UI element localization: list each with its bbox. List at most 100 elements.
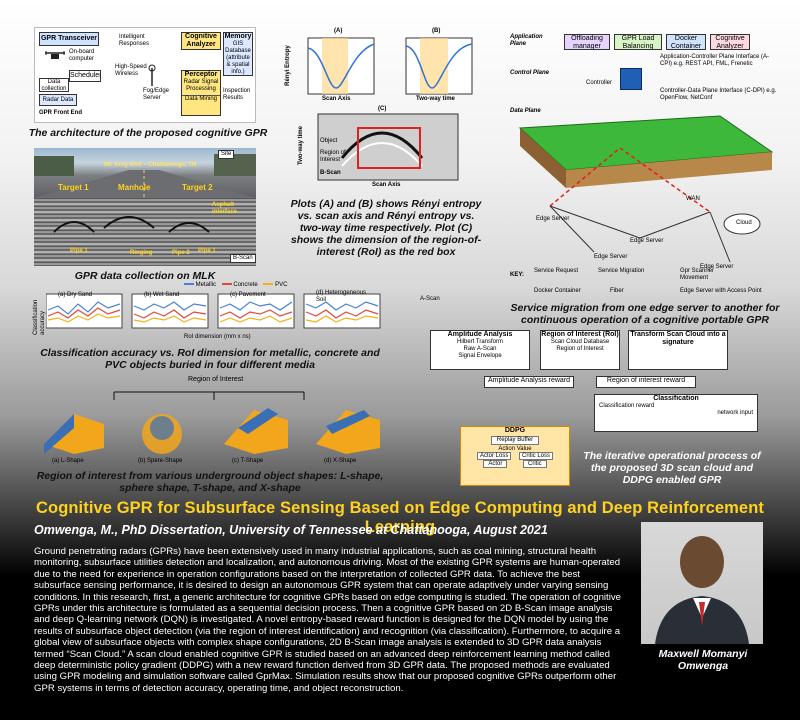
key-label: KEY: — [510, 272, 524, 278]
legend-pvc: PVC — [275, 282, 288, 288]
author-name-line2: Omwenga — [677, 660, 729, 672]
cloud-label: Cloud — [736, 220, 752, 226]
drone-icon — [43, 50, 67, 62]
gpr-movement-label: Gpr Scanner Movement — [680, 268, 715, 281]
cognitive-box: Cognitive Analyzer — [710, 34, 750, 50]
docker-box: Docker Container — [666, 34, 706, 50]
gpr-load-box: GPR Load Balancing manager — [614, 34, 662, 50]
classif-figure: Metallic Concrete PVC Classification acc… — [33, 282, 386, 344]
edge4-label: Edge Server — [700, 264, 734, 270]
author-photo — [641, 522, 763, 644]
api-label: Application-Controller Plane Interface (… — [660, 54, 770, 67]
asphalt-label: Asphalt interface — [212, 202, 238, 215]
pipe1a-label: Pipe 1 — [70, 248, 88, 254]
edge2-label: Edge Server — [594, 254, 628, 260]
inspection-label: Inspection Results — [223, 88, 251, 101]
panel-c-label: (c) Pavement — [230, 292, 266, 298]
network-label: network input — [717, 410, 753, 416]
transform-box: Transform Scan Cloud into a signature — [628, 330, 728, 370]
network-diagram — [518, 115, 774, 263]
controller-label: Controller — [586, 80, 613, 86]
edge1-label: Edge Server — [536, 216, 570, 222]
network-figure: Application Plane Offloading manager GPR… — [510, 28, 778, 288]
memory-box: Memory GIS Database (attribute & spatial… — [223, 32, 253, 76]
offloading-box: Offloading manager — [564, 34, 610, 50]
target2-label: Target 2 — [182, 183, 213, 192]
target1-label: Target 1 — [58, 183, 89, 192]
roi-label: Region of Interest — [320, 150, 346, 163]
ringing-label: Ringing — [130, 250, 153, 256]
shape-a-label: (a) L-Shape — [52, 458, 84, 464]
cdpi-label: Controller-Data Plane Interface (C-DPI) … — [660, 88, 777, 101]
radar-data-box: Radar Data — [39, 94, 77, 106]
fiber-label: Fiber — [610, 288, 624, 294]
intelligent-responses-label: Intelligent Responses — [119, 34, 150, 47]
ddpg-figure: A-Scan Amplitude Analysis Hilbert Transf… — [400, 296, 780, 492]
critic-label: Critic — [523, 460, 547, 468]
perceptor-title: Perceptor — [184, 71, 218, 78]
roi-reward-box: Region of interest reward — [596, 376, 696, 388]
data-plane-label: Data Plane — [510, 108, 541, 114]
roi-title: Region of Interest (RoI) — [541, 331, 619, 338]
author-name-line1: Maxwell Momanyi — [658, 648, 748, 660]
shapes-figure: Region of Interest (a) L-Shape (b) Spere… — [34, 376, 386, 468]
cognitive-analyzer-box: Cognitive Analyzer — [181, 32, 221, 50]
c-xlabel: Scan Axis — [372, 182, 401, 188]
label-a: (A) — [334, 28, 343, 34]
action-label: Action Value — [498, 446, 532, 452]
perceptor-box: Perceptor Radar Signal Processing Data M… — [181, 70, 221, 116]
legend-metallic: Metallic — [195, 282, 217, 288]
manhole-label: Manhole — [118, 183, 151, 192]
classif-xlabel: RoI dimension (mm x ns) — [184, 334, 251, 340]
shape-d-label: (d) X-Shape — [324, 458, 357, 464]
ddpg-box: DDPG Replay Buffer Action Value Actor Lo… — [460, 426, 570, 486]
pipe1b-label: Pipe 1 — [198, 248, 216, 254]
scan-cloud-label: Scan Cloud Database — [550, 339, 610, 345]
legend-metallic-swatch — [184, 283, 194, 286]
class-reward-label: Classification reward — [599, 403, 655, 409]
raw-label: Raw A-Scan — [463, 346, 497, 352]
service-request-label: Service Request — [534, 268, 579, 274]
envelope-label: Signal Envelope — [458, 353, 502, 359]
roi-box: Region of Interest (RoI) Scan Cloud Data… — [540, 330, 620, 370]
actor-label: Actor — [483, 460, 508, 468]
edge3-label: Edge Server — [630, 238, 664, 244]
classification-title: Classification — [653, 395, 699, 402]
hilbert-label: Hilbert Transform — [456, 339, 503, 345]
loss-row: Actor Loss Critic Loss — [461, 452, 569, 460]
controller-icon — [620, 68, 642, 90]
street-label: Mt. King blvd – Chattanooga, TN — [104, 162, 197, 168]
classification-box: Classification Classification reward net… — [594, 394, 758, 432]
memory-title: Memory — [224, 33, 252, 40]
subtitle: Omwenga, M., PhD Dissertation, Universit… — [34, 523, 548, 537]
roi-small-label: Region of Interest — [556, 346, 604, 352]
shape-b-label: (b) Spere-Shape — [138, 458, 183, 464]
mlk-caption: GPR data collection on MLK — [74, 270, 216, 282]
amplitude-title: Amplitude Analysis — [447, 331, 513, 338]
label-b: (B) — [432, 28, 441, 34]
ascan-label: A-Scan — [420, 296, 440, 302]
application-plane-label: Application Plane — [510, 34, 543, 47]
classif-ylabel: Classification accuracy — [33, 299, 46, 335]
legend: Metallic Concrete PVC — [184, 282, 287, 289]
amp-reward-box: Amplitude Analysis reward — [484, 376, 574, 388]
actor-loss-label: Actor Loss — [476, 452, 512, 460]
renyi-caption: Plots (A) and (B) shows Rényi entropy vs… — [290, 198, 482, 258]
ddpg-caption: The iterative operational process of the… — [583, 450, 761, 486]
shape-c-label: (c) T-Shape — [232, 458, 264, 464]
author-name: Maxwell Momanyi Omwenga — [628, 648, 778, 672]
object-label: Object — [320, 138, 338, 144]
main-title: Cognitive GPR for Subsurface Sensing Bas… — [36, 499, 764, 536]
bscan-image — [34, 198, 256, 266]
radar-signal-label: Radar Signal Processing — [183, 79, 219, 92]
mlk-figure: Site Mt. King blvd – Chattanooga, TN Tar… — [34, 148, 256, 266]
edge-ap-label: Edge Server with Access Point — [680, 288, 762, 294]
pipe2-label: Pipe 2 — [172, 250, 190, 256]
renyi-bscan-label: B-Scan — [320, 170, 341, 176]
actor-critic-row: Actor Critic — [461, 460, 569, 468]
antenna-icon — [147, 64, 157, 86]
high-speed-label: High-Speed Wireless — [115, 64, 147, 77]
network-caption: Service migration from one edge server t… — [510, 302, 780, 326]
xlabel-b: Two-way time — [416, 96, 455, 102]
xlabel-a: Scan Axis — [322, 96, 351, 102]
